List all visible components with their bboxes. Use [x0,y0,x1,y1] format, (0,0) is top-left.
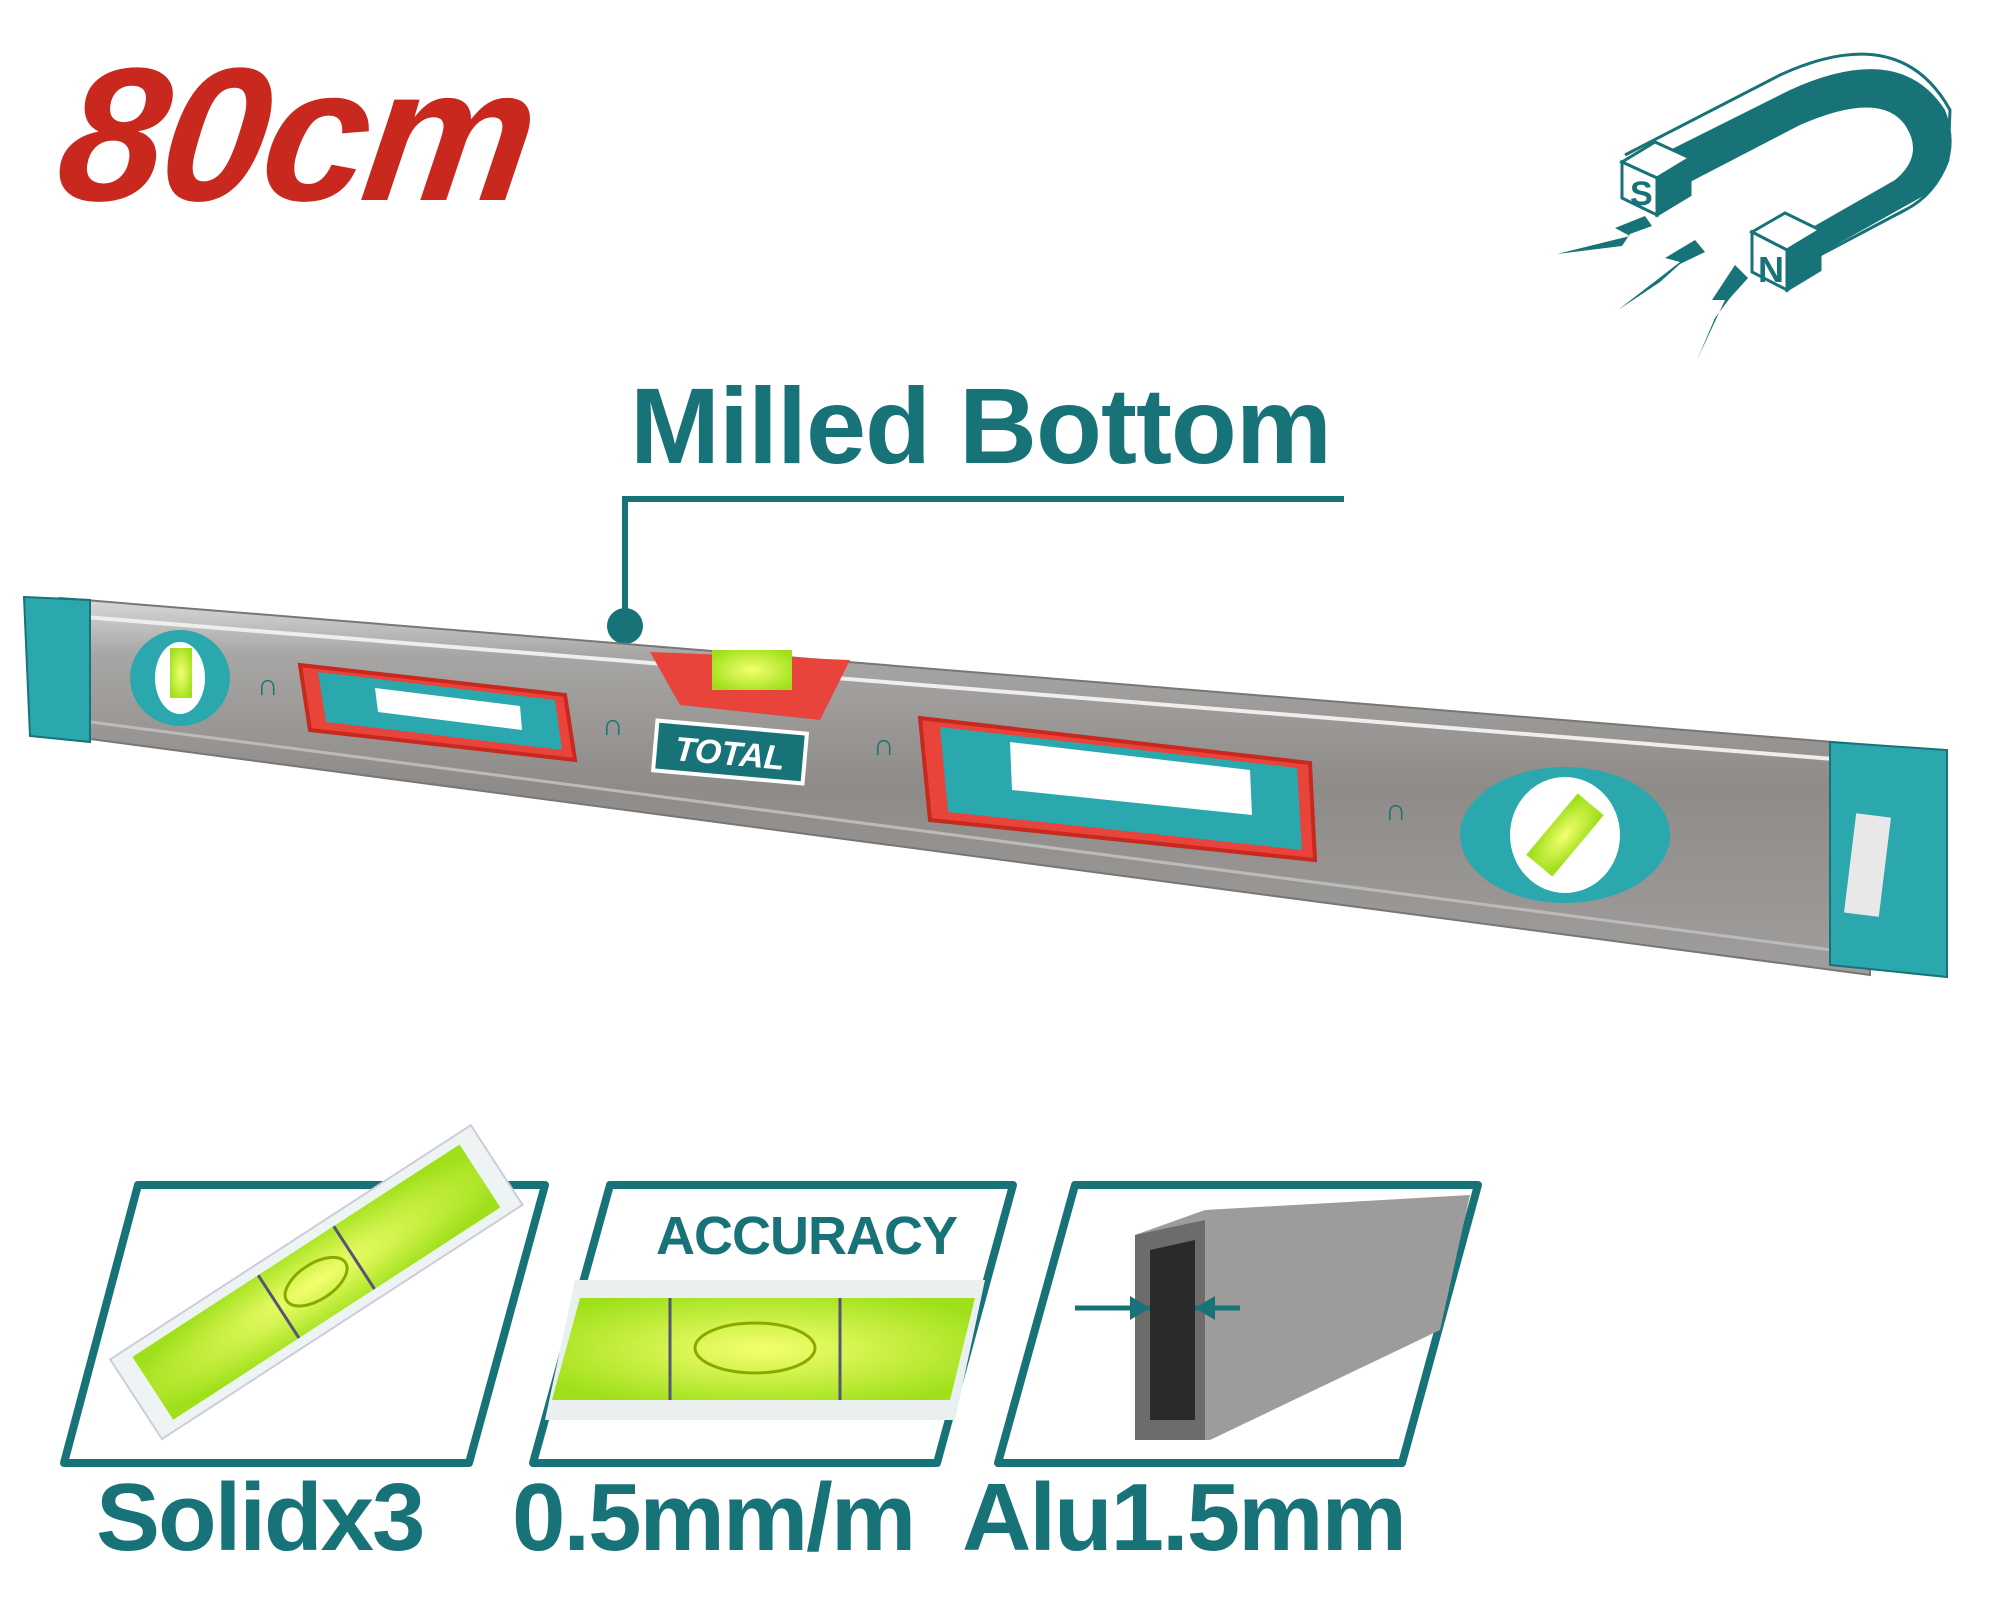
panel-solid-vial [60,1123,549,1467]
magnet-mark-icon: ∩ [602,709,624,742]
handle-right [917,715,1318,863]
lightning-icon [1697,265,1748,360]
arrow-right-icon [1130,1296,1150,1320]
end-cap-left [22,595,91,744]
lightning-icon [1618,240,1705,310]
panel-accuracy [529,1181,1017,1467]
spec-aluminium-thickness: Alu1.5mm [962,1464,1407,1571]
size-title: 80cm [47,29,547,241]
feature-title: Milled Bottom [630,365,1332,486]
magnet-mark-icon: ∩ [873,729,895,762]
spec-solid-vials: Solidx3 [96,1464,425,1571]
handle-left [297,662,578,763]
panel-aluminium-profile [994,1181,1482,1467]
magnet-pole-n: N [1758,249,1784,290]
magnet-mark-icon: ∩ [257,669,279,702]
end-cap-right [1829,740,1948,979]
vial-level-top [650,650,850,720]
accuracy-panel-title: ACCURACY [656,1206,958,1266]
magnet-icon: S N [1557,52,1952,360]
brand-logo: TOTAL [650,718,810,786]
spec-accuracy: 0.5mm/m [512,1464,916,1571]
lightning-icon [1557,216,1652,254]
spirit-level: TOTAL ∩ ∩ ∩ ∩ [22,595,1948,979]
callout-line [607,496,1344,644]
callout-dot [607,608,643,644]
magnet-pole-s: S [1630,175,1653,213]
magnet-mark-icon: ∩ [1385,794,1407,827]
arrow-left-icon [1195,1296,1215,1320]
